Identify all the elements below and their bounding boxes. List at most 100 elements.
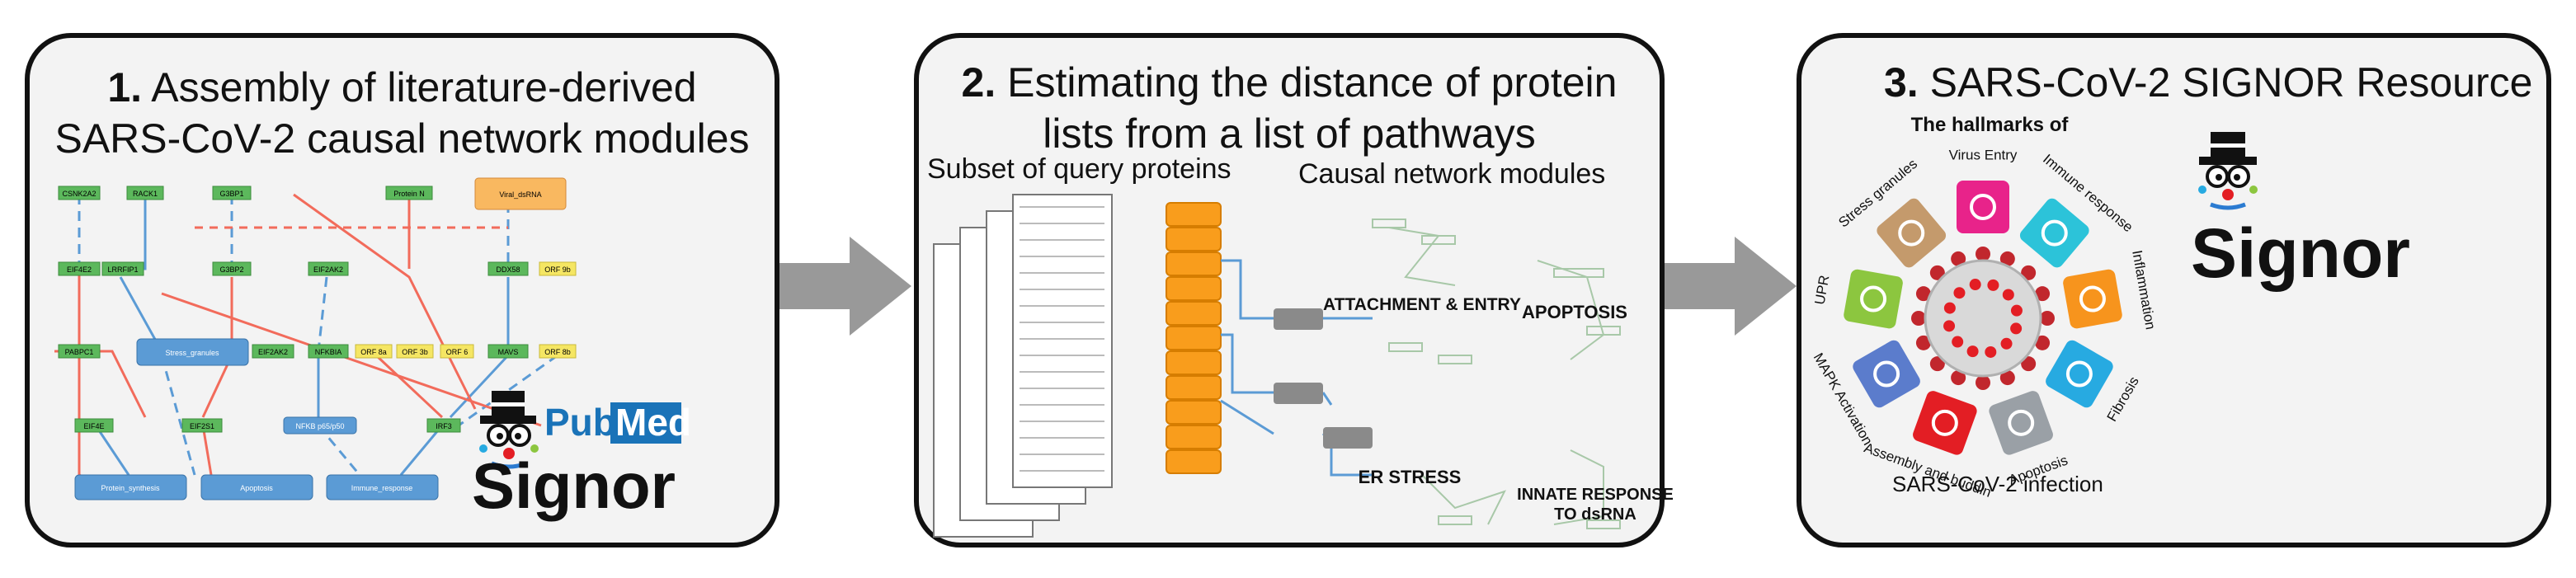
hallmark-label: Inflammation — [2129, 249, 2159, 331]
node-orf6 — [440, 344, 474, 359]
signor-mascot-icon — [2198, 132, 2258, 210]
node-immune-response — [326, 474, 439, 500]
node-eif2ak2b-label: EIF2AK2 — [258, 348, 288, 356]
subset-label: Subset of query proteins — [927, 153, 1231, 185]
node-orf8a — [355, 344, 393, 359]
network-nodes: CSNK2A2 RACK1 G3BP1 Protein N Viral_dsRN… — [58, 177, 577, 500]
panel2-title-line2: lists from a list of pathways — [1043, 110, 1536, 157]
panel2-title-line1: Estimating the distance of protein — [1007, 59, 1618, 106]
network-edges — [54, 193, 558, 485]
node-apoptosis-label: Apoptosis — [240, 484, 273, 492]
node-lrrfip — [101, 261, 144, 276]
node-eif2ak-label: EIF2AK2 — [313, 266, 343, 274]
node-mavs-label: MAVS — [498, 348, 519, 356]
hallmark-segment: UPR — [1812, 269, 1903, 329]
node-nfkbia — [308, 344, 349, 359]
panel1-title-line2: SARS-CoV-2 causal network modules — [54, 115, 750, 162]
node-orf9b-label: ORF 9b — [544, 266, 571, 274]
node-stress-granules-label: Stress_granules — [165, 349, 219, 357]
panel3-number: 3. — [1884, 59, 1919, 106]
node-csnk2a-label: CSNK2A2 — [62, 190, 96, 198]
node-eif2ak2b — [252, 344, 294, 359]
coronavirus-icon — [1911, 247, 2055, 390]
workflow-connectors — [1220, 259, 1373, 477]
module-network-sketches — [1372, 219, 1621, 529]
node-csnk2a — [58, 186, 101, 200]
pubmed-logo-text-1: Pub — [544, 401, 616, 444]
panel1-title-line1: Assembly of literature-derived — [151, 64, 697, 110]
node-viral-dsrna-label: Viral_dsRNA — [499, 190, 541, 199]
node-protein-synthesis — [74, 474, 187, 500]
node-eif4e — [74, 418, 114, 433]
node-orf8b-label: ORF 8b — [544, 348, 571, 356]
signor-logo-text: Signor — [472, 449, 676, 522]
panel1-title: 1. Assembly of literature-derived — [30, 63, 775, 112]
node-orf9b — [539, 261, 577, 276]
node-viral-dsrna — [474, 177, 567, 210]
node-orf6-label: ORF 6 — [446, 348, 469, 356]
modules-label: Causal network modules — [1298, 158, 1606, 190]
node-g3bp2-label: G3BP2 — [219, 266, 243, 274]
signor-mascot-icon — [479, 391, 539, 469]
node-immune-response-label: Immune_response — [351, 484, 413, 492]
hallmark-segment: Fibrosis — [2046, 340, 2142, 425]
node-pabpc — [58, 344, 101, 359]
node-stress-granules — [136, 338, 249, 366]
node-nfkb-label: NFKB p65/p50 — [295, 422, 344, 430]
hallmark-segment: Immune response — [2019, 151, 2136, 268]
panel1-title-2: SARS-CoV-2 causal network modules — [30, 114, 775, 163]
node-ddx58 — [487, 261, 529, 276]
module-apoptosis: APOPTOSIS — [1522, 302, 1627, 322]
infection-label: SARS-CoV-2 infection — [1892, 472, 2103, 496]
node-protein-n — [385, 186, 433, 200]
arrow-right-2 — [1665, 237, 1797, 336]
node-eif2s1-label: EIF2S1 — [190, 422, 214, 430]
node-eif2ak — [308, 261, 349, 276]
node-g3bp1-top-label: G3BP1 — [219, 190, 243, 198]
orange-protein-stack — [1166, 202, 1222, 474]
node-mavs — [487, 344, 529, 359]
node-protein-n-label: Protein N — [393, 190, 425, 198]
signor-logo: Signor — [2191, 132, 2410, 292]
hallmarks-label: The hallmarks of — [1910, 114, 2069, 136]
panel1-number: 1. — [107, 64, 143, 110]
hallmark-label: Virus Entry — [1949, 147, 2018, 162]
node-rack1 — [126, 186, 164, 200]
node-ddx58-label: DDX58 — [496, 266, 520, 274]
panel-signor-resource: 3. SARS-CoV-2 SIGNOR Resource The hallma… — [1797, 33, 2551, 547]
node-eif4e2-label: EIF4E2 — [67, 266, 92, 274]
node-rack1-label: RACK1 — [133, 190, 158, 198]
node-apoptosis — [200, 474, 313, 500]
signor-logo-text: Signor — [2191, 214, 2410, 292]
node-lrrfip-label: LRRFIP1 — [107, 266, 138, 274]
panel2-title: 2. Estimating the distance of protein — [919, 58, 1660, 107]
node-orf3b — [396, 344, 434, 359]
node-orf8a-label: ORF 8a — [360, 348, 387, 356]
panel-literature-assembly: 1. Assembly of literature-derived SARS-C… — [25, 33, 779, 547]
pubmed-signor-logo: Pub Med Signor — [472, 391, 691, 522]
node-irf3-label: IRF3 — [436, 422, 452, 430]
node-nfkbia-label: NFKBIA — [315, 348, 342, 356]
node-eif4e2 — [58, 261, 101, 276]
pubmed-logo-text-2: Med — [615, 401, 691, 444]
node-irf3 — [426, 418, 461, 433]
panel-distance-estimation: 2. Estimating the distance of protein li… — [914, 33, 1674, 547]
node-protein-synthesis-label: Protein_synthesis — [101, 484, 160, 492]
pubmed-logo-box — [610, 402, 681, 444]
query-protein-lists — [933, 194, 1113, 538]
node-eif2s1 — [181, 418, 223, 433]
node-nfkb — [283, 416, 357, 435]
grey-distance-nodes — [1274, 308, 1373, 449]
module-innate-response-line2: TO dsRNA — [1554, 505, 1636, 524]
node-g3bp2 — [212, 261, 252, 276]
hallmark-label: Fibrosis — [2104, 374, 2142, 424]
node-g3bp1-top — [212, 186, 252, 200]
module-attachment-entry: ATTACHMENT & ENTRY — [1323, 295, 1521, 314]
node-pabpc-label: PABPC1 — [65, 348, 94, 356]
hallmark-label: UPR — [1812, 274, 1833, 306]
panel3-title-text: SARS-CoV-2 SIGNOR Resource — [1929, 59, 2533, 106]
module-innate-response-line1: INNATE RESPONSE — [1517, 486, 1674, 504]
hallmark-segment: Stress granules — [1835, 156, 1947, 268]
causal-network-diagram: CSNK2A2 RACK1 G3BP1 Protein N Viral_dsRN… — [54, 177, 577, 500]
